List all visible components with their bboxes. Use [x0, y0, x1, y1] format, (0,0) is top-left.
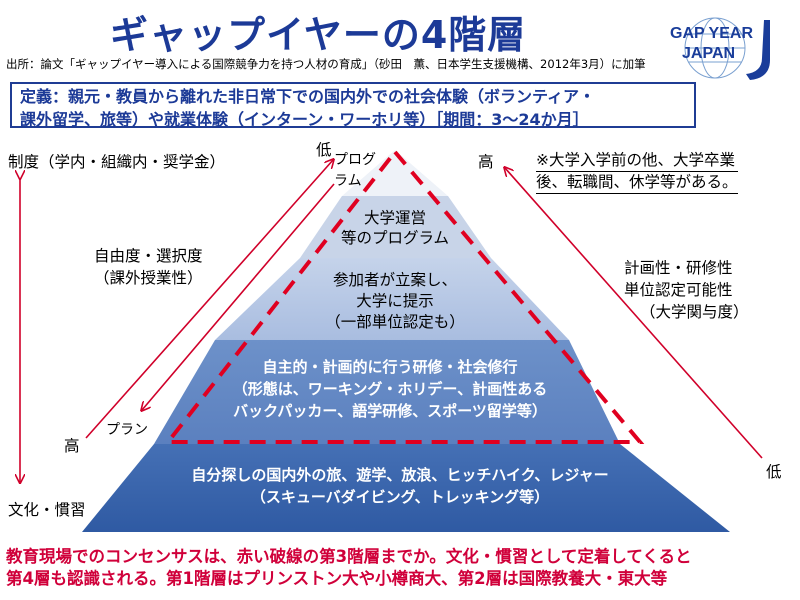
inner-low-label: 低: [316, 141, 332, 159]
definition-line-2: 課外留学、旅等）や就業体験（インターン・ワーホリ等）［期間：3～24か月］: [20, 110, 589, 129]
tier-4-line-2: 等のプログラム: [340, 229, 450, 247]
definition-line-1: 定義：親元・教員から離れた非日常下での国内外での社会体験（ボランティア・: [20, 87, 596, 106]
tier-1-line-2: （スキューバダイビング、トレッキング等）: [250, 488, 550, 506]
tier-3-line-2: 大学に提示: [356, 292, 434, 310]
tier-2-text: 自主的・計画的に行う研修・社会修行 （形態は、ワーキング・ホリデー、計画性ある …: [180, 356, 600, 422]
tier-1-text: 自分探しの国内外の旅、遊学、放浪、ヒッチハイク、レジャー （スキューバダイビング…: [110, 464, 690, 508]
svg-text:JAPAN: JAPAN: [682, 45, 735, 62]
right-axis-low-label: 低: [766, 463, 782, 481]
left-axis-bottom-label: 文化・慣習: [8, 501, 86, 519]
timing-note-line-2: 後、転職間、休学等がある。: [536, 172, 738, 194]
planning-label-line-3: （大学関与度）: [640, 303, 749, 321]
pyramid-tier-3: [215, 258, 569, 340]
tier-4-text: 大学運営 等のプログラム: [300, 208, 490, 248]
timing-note-line-1: ※大学入学前の他、大学卒業: [536, 150, 738, 172]
planning-label-line-2: 単位認定可能性: [624, 281, 733, 299]
tier-3-line-3: （一部単位認定も）: [325, 313, 465, 331]
inner-arrow-down: [142, 183, 335, 410]
tier-2-line-2: （形態は、ワーキング・ホリデー、計画性ある: [232, 380, 548, 398]
planning-label-line-1: 計画性・研修性: [624, 259, 733, 277]
tier-3-line-1: 参加者が立案し、: [332, 271, 457, 289]
definition-box: 定義：親元・教員から離れた非日常下での国内外での社会体験（ボランティア・ 課外留…: [10, 82, 696, 129]
svg-text:GAP YEAR: GAP YEAR: [670, 25, 753, 42]
tier-3-text: 参加者が立案し、 大学に提示 （一部単位認定も）: [240, 270, 550, 333]
footer-line-1: 教育現場でのコンセンサスは、赤い破線の第3階層までか。文化・慣習として定着してく…: [6, 547, 692, 566]
timing-note: ※大学入学前の他、大学卒業 後、転職間、休学等がある。: [536, 150, 738, 194]
page-title: ギャップイヤーの4階層: [110, 13, 527, 57]
gap-year-japan-logo: GAP YEAR JAPAN: [660, 14, 780, 84]
right-axis-arrow: [505, 168, 763, 459]
inner-arrow-up: [85, 160, 333, 439]
pyramid-tier-1: [82, 444, 730, 532]
tier-4-line-1: 大学運営: [363, 209, 426, 227]
left-axis-top-label: 制度（学内・組織内・奨学金）: [8, 153, 226, 171]
tier-1-line-1: 自分探しの国内外の旅、遊学、放浪、ヒッチハイク、レジャー: [191, 466, 609, 484]
footer-line-2: 第4層も認識される。第1階層はプリンストン大や小樽商大、第2層は国際教養大・東大…: [6, 569, 668, 588]
program-label: プログラム: [334, 152, 376, 189]
right-axis-high-label: 高: [478, 153, 494, 171]
freedom-label-line-1: 自由度・選択度: [94, 247, 203, 265]
pyramid-tier-4: [300, 196, 491, 258]
consensus-dashed-outline: [163, 148, 645, 444]
plan-label: プラン: [106, 422, 148, 438]
pyramid-tier-2: [154, 340, 620, 444]
freedom-label-line-2: （課外授業性）: [94, 269, 203, 287]
tier-2-line-3: バックパッカー、語学研修、スポーツ留学等）: [233, 402, 547, 420]
footer-commentary: 教育現場でのコンセンサスは、赤い破線の第3階層までか。文化・慣習として定着してく…: [6, 546, 796, 590]
inner-high-label: 高: [64, 437, 80, 455]
tier-2-line-1: 自主的・計画的に行う研修・社会修行: [262, 358, 518, 376]
source-citation: 出所：論文「ギャップイヤー導入による国際競争力を持つ人材の育成」（砂田 薫、日本…: [6, 57, 646, 71]
